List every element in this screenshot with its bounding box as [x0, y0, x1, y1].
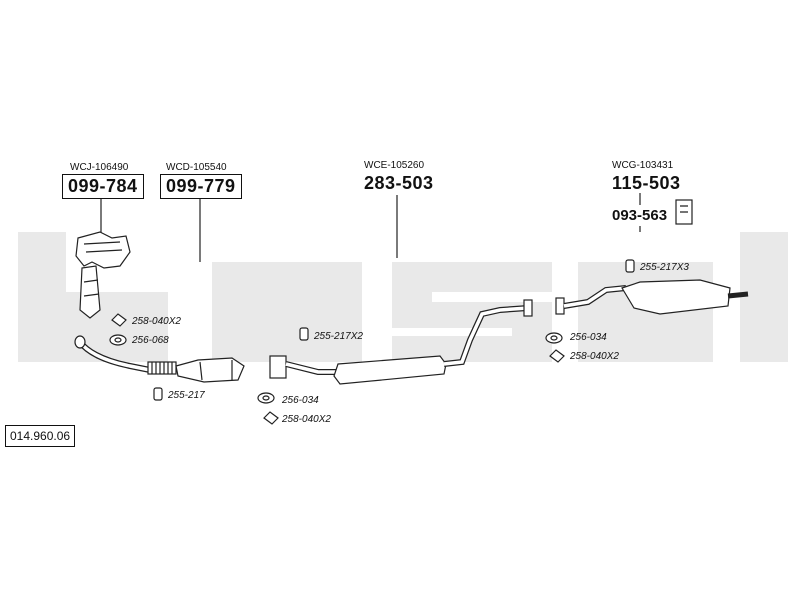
part-ref-4: WCG-103431: [612, 160, 674, 171]
part-ref-3: WCE-105260: [364, 160, 425, 171]
fitting-label-3: 255-217: [168, 390, 205, 401]
part-ref-1: WCJ-106490: [70, 162, 129, 173]
fitting-label-6: 258-040X2: [282, 414, 331, 425]
diagram-code: 014.960.06: [5, 425, 76, 447]
part-number-4[interactable]: 115-503: [612, 173, 681, 193]
gasket-icon-2: [257, 392, 275, 404]
rear-silencer: [621, 279, 731, 315]
front-pipe: [77, 340, 151, 373]
catalytic-converter: [175, 357, 245, 383]
clamp-icon-2: [263, 411, 279, 425]
clamp-icon-3: [549, 349, 565, 363]
fitting-label-5: 256-034: [282, 395, 319, 406]
rubber-hanger-icon-1: [153, 387, 163, 401]
fitting-label-9: 255-217X3: [640, 262, 689, 273]
pipe-flange-4: [555, 297, 565, 315]
gasket-icon-3: [545, 332, 563, 344]
fitting-label-7: 256-034: [570, 332, 607, 343]
clamp-icon-1: [111, 313, 127, 327]
part-number-1[interactable]: 099-784: [62, 174, 144, 199]
fitting-label-2: 256-068: [132, 335, 169, 346]
gasket-icon-1: [109, 334, 127, 346]
center-muffler: [333, 355, 447, 385]
fitting-label-1: 258-040X2: [132, 316, 181, 327]
rubber-hanger-icon-2: [299, 327, 309, 341]
pipe-flange-3: [523, 299, 533, 317]
part-number-3[interactable]: 283-503: [364, 173, 434, 193]
pre-catalytic-converter: [79, 265, 101, 319]
sub-part-number[interactable]: 093-563: [612, 207, 668, 224]
pipe-flange-2: [269, 355, 287, 379]
pipe-flange: [74, 335, 86, 349]
fitting-label-4: 255-217X2: [314, 331, 363, 342]
exhaust-manifold: [75, 231, 131, 269]
part-number-2[interactable]: 099-779: [160, 174, 242, 199]
fitting-label-8: 258-040X2: [570, 351, 619, 362]
rubber-hanger-icon-3: [625, 259, 635, 273]
part-ref-2: WCD-105540: [166, 162, 227, 173]
